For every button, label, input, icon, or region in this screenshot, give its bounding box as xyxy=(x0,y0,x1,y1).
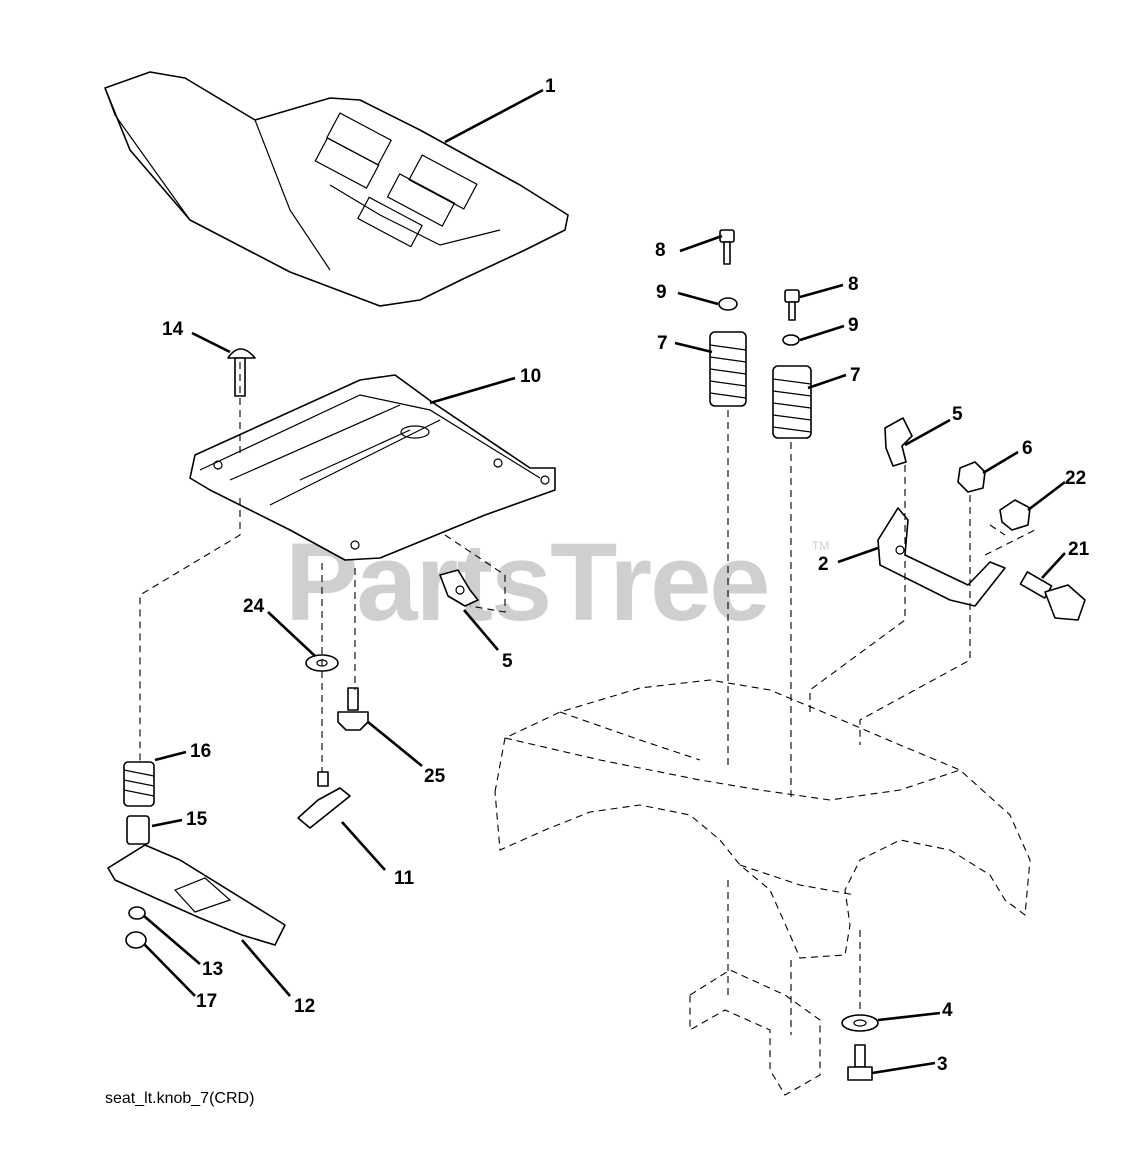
callout-8-left: 8 xyxy=(655,240,666,261)
part-washer-bottom xyxy=(841,1014,879,1032)
part-clip-right xyxy=(884,417,913,467)
part-carriage-bolt xyxy=(227,348,256,397)
part-spacer xyxy=(126,815,150,845)
callout-5-left: 5 xyxy=(502,651,513,672)
part-knob xyxy=(297,771,351,829)
callout-5-right: 5 xyxy=(952,404,963,425)
callout-7-left: 7 xyxy=(657,333,668,354)
part-spring-stack-right xyxy=(772,289,812,439)
part-nut xyxy=(957,461,986,493)
mount-bracket-outline xyxy=(689,969,821,1096)
part-spring-left xyxy=(123,761,155,807)
fender-outline xyxy=(494,679,1031,959)
callout-14: 14 xyxy=(162,319,184,340)
part-bolt-bottom xyxy=(847,1044,873,1081)
watermark-trademark: TM xyxy=(812,539,829,553)
callout-22: 22 xyxy=(1065,468,1086,489)
callout-8-right: 8 xyxy=(848,274,859,295)
callout-6: 6 xyxy=(1022,438,1033,459)
part-seat xyxy=(104,71,569,307)
callout-1: 1 xyxy=(545,76,556,97)
callout-9-left: 9 xyxy=(656,282,667,303)
callout-16: 16 xyxy=(190,741,211,762)
callout-24: 24 xyxy=(243,596,265,617)
callout-17: 17 xyxy=(196,991,217,1012)
diagram-caption: seat_lt.knob_7(CRD) xyxy=(105,1090,254,1107)
leader-lines xyxy=(143,88,1066,1075)
part-bracket xyxy=(877,507,1006,607)
callout-10: 10 xyxy=(520,366,541,387)
callout-4: 4 xyxy=(942,1000,953,1021)
part-nut-small xyxy=(128,906,146,920)
callout-labels: 1 14 10 8 9 7 8 9 7 5 6 22 2 21 24 5 25 … xyxy=(162,76,1090,1075)
callout-12: 12 xyxy=(294,996,315,1017)
part-bracket-plate xyxy=(107,844,286,946)
part-knob-bolt xyxy=(1019,571,1086,621)
callout-21: 21 xyxy=(1068,539,1090,560)
part-spring-stack-left xyxy=(709,229,747,407)
callout-9-right: 9 xyxy=(848,315,859,336)
callout-3: 3 xyxy=(937,1054,948,1075)
part-seat-pan xyxy=(189,374,556,561)
part-shoulder-bolt xyxy=(337,687,369,731)
callout-25: 25 xyxy=(424,766,446,787)
part-clip-left xyxy=(439,569,479,607)
callout-11: 11 xyxy=(394,868,415,889)
callout-2: 2 xyxy=(818,554,829,575)
callout-7-right: 7 xyxy=(850,365,861,386)
callout-13: 13 xyxy=(202,959,223,980)
callout-15: 15 xyxy=(186,809,208,830)
part-washer-small xyxy=(125,931,147,949)
part-flange-nut xyxy=(999,499,1031,531)
